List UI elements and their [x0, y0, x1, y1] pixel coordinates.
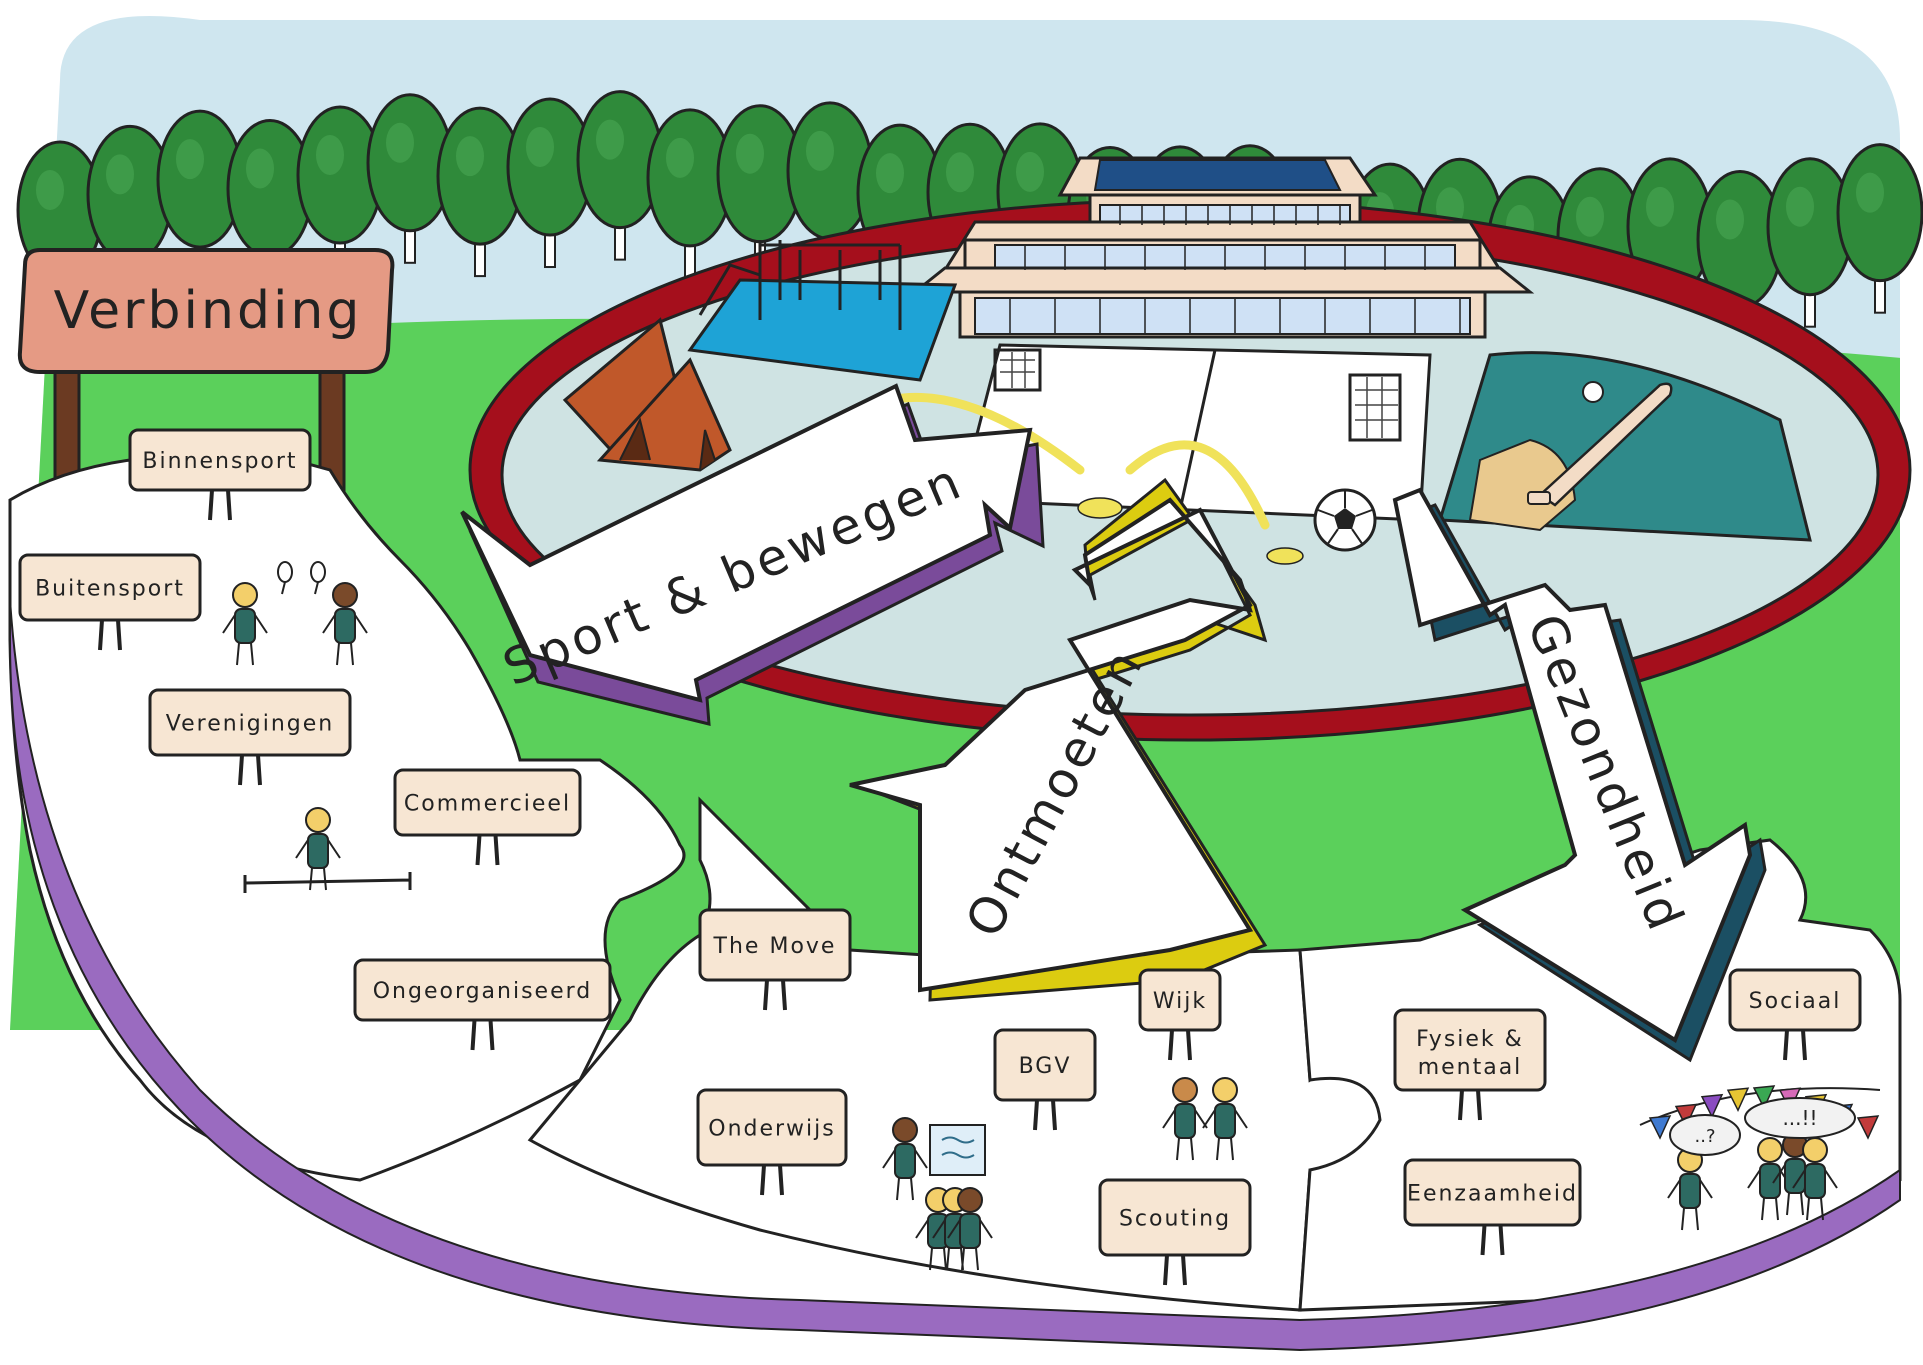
stick-figure-icon: [947, 1187, 993, 1271]
title-sign-board: [17, 248, 395, 374]
stick-figure-icon: [1202, 1077, 1248, 1161]
speech-bubble-right-text: ...!!: [1782, 1106, 1817, 1130]
sign-scouting-label: Scouting: [1119, 1207, 1231, 1232]
sign-buitensport-label: Buitensport: [35, 577, 185, 602]
title-sign-text: Verbinding: [54, 281, 363, 341]
arrow-ontmoeten[interactable]: Ontmoeten: [849, 477, 1268, 1002]
tents: [562, 317, 732, 472]
sign-wijk: Wijk: [1138, 968, 1222, 1061]
bunting-flag: [1700, 1093, 1724, 1119]
sign-sociaal: Sociaal: [1728, 968, 1862, 1061]
tree-icon: [1696, 170, 1784, 341]
baseball-icon: [1582, 381, 1604, 403]
stick-figure-icon: [322, 582, 368, 666]
bunting-flag: [1856, 1115, 1880, 1140]
stick-figure-icon: [295, 807, 341, 891]
speech-bubble-left: ..?: [1669, 1114, 1741, 1156]
sign-eenzaamheid: Eenzaamheid: [1403, 1158, 1582, 1256]
tennis-racket-icon: [277, 561, 293, 595]
goal-right: [1348, 373, 1402, 442]
tree-icon: [366, 93, 454, 264]
soccer-ball-icon: [1313, 488, 1377, 552]
tree-icon: [1836, 143, 1923, 314]
pitch-center-line: [1178, 349, 1217, 511]
sign-fysiek-line1: Fysiek &: [1416, 1027, 1524, 1052]
sign-fysiek: Fysiek & mentaal: [1393, 1008, 1547, 1121]
baseball-infield: [1468, 438, 1577, 532]
sign-commercieel-label: Commercieel: [404, 792, 571, 817]
category-signs: BinnensportBuitensportVerenigingenCommer…: [18, 428, 1862, 1286]
stick-figure-icon: [1792, 1137, 1838, 1221]
sign-scouting: Scouting: [1098, 1178, 1252, 1286]
tree-icon: [436, 106, 524, 278]
sign-fysiek-line2: mentaal: [1418, 1055, 1523, 1080]
bunting-flag: [1674, 1103, 1698, 1129]
sign-the-move: The Move: [698, 908, 852, 1011]
stick-figure-icon: [1747, 1137, 1793, 1221]
slackline-icon: [243, 872, 412, 893]
ball-bounce-puffs: [1077, 497, 1304, 565]
sign-sociaal-label: Sociaal: [1749, 989, 1842, 1014]
bunting-flag: [1726, 1087, 1750, 1113]
sign-onderwijs-label: Onderwijs: [708, 1117, 835, 1142]
sign-eenzaamheid-label: Eenzaamheid: [1407, 1182, 1578, 1207]
bunting-flag: [1752, 1085, 1776, 1110]
tree-icon: [506, 97, 594, 269]
sign-the-move-label: The Move: [713, 934, 837, 959]
speech-bubble-left-text: ..?: [1695, 1126, 1716, 1147]
baseball-bat-icon: [1527, 382, 1673, 507]
whiteboard-icon: [929, 1124, 986, 1176]
sign-bgv: BGV: [993, 1028, 1097, 1131]
sign-verenigingen: Verenigingen: [148, 688, 352, 786]
purple-base-band: [9, 599, 1901, 1352]
sports-building: [910, 156, 1535, 339]
goal-left: [993, 348, 1042, 392]
verbinding-signboard: Verbinding: [17, 248, 395, 532]
stick-figure-icon: [1162, 1077, 1208, 1161]
stick-figures: [222, 561, 1838, 1271]
sign-verenigingen-label: Verenigingen: [166, 712, 335, 737]
sign-bgv-label: BGV: [1019, 1054, 1072, 1079]
tree-icon: [1766, 157, 1854, 328]
sign-commercieel: Commercieel: [393, 768, 582, 866]
tree-icon: [576, 90, 664, 261]
sign-buitensport: Buitensport: [18, 553, 202, 651]
bunting-flag: [1648, 1115, 1672, 1140]
sign-ongeorganiseerd: Ongeorganiseerd: [353, 958, 612, 1051]
solar-panels: [1093, 159, 1342, 191]
fitness-area: [687, 240, 958, 382]
sign-binnensport: Binnensport: [128, 428, 312, 521]
sign-onderwijs: Onderwijs: [696, 1088, 848, 1196]
tennis-racket-icon: [310, 561, 326, 595]
sign-wijk-label: Wijk: [1153, 989, 1207, 1014]
stick-figure-icon: [222, 582, 268, 666]
stick-figure-icon: [882, 1117, 928, 1201]
speech-bubble-right: ...!!: [1744, 1097, 1856, 1139]
sign-ongeorganiseerd-label: Ongeorganiseerd: [373, 979, 593, 1004]
sign-binnensport-label: Binnensport: [142, 449, 297, 474]
